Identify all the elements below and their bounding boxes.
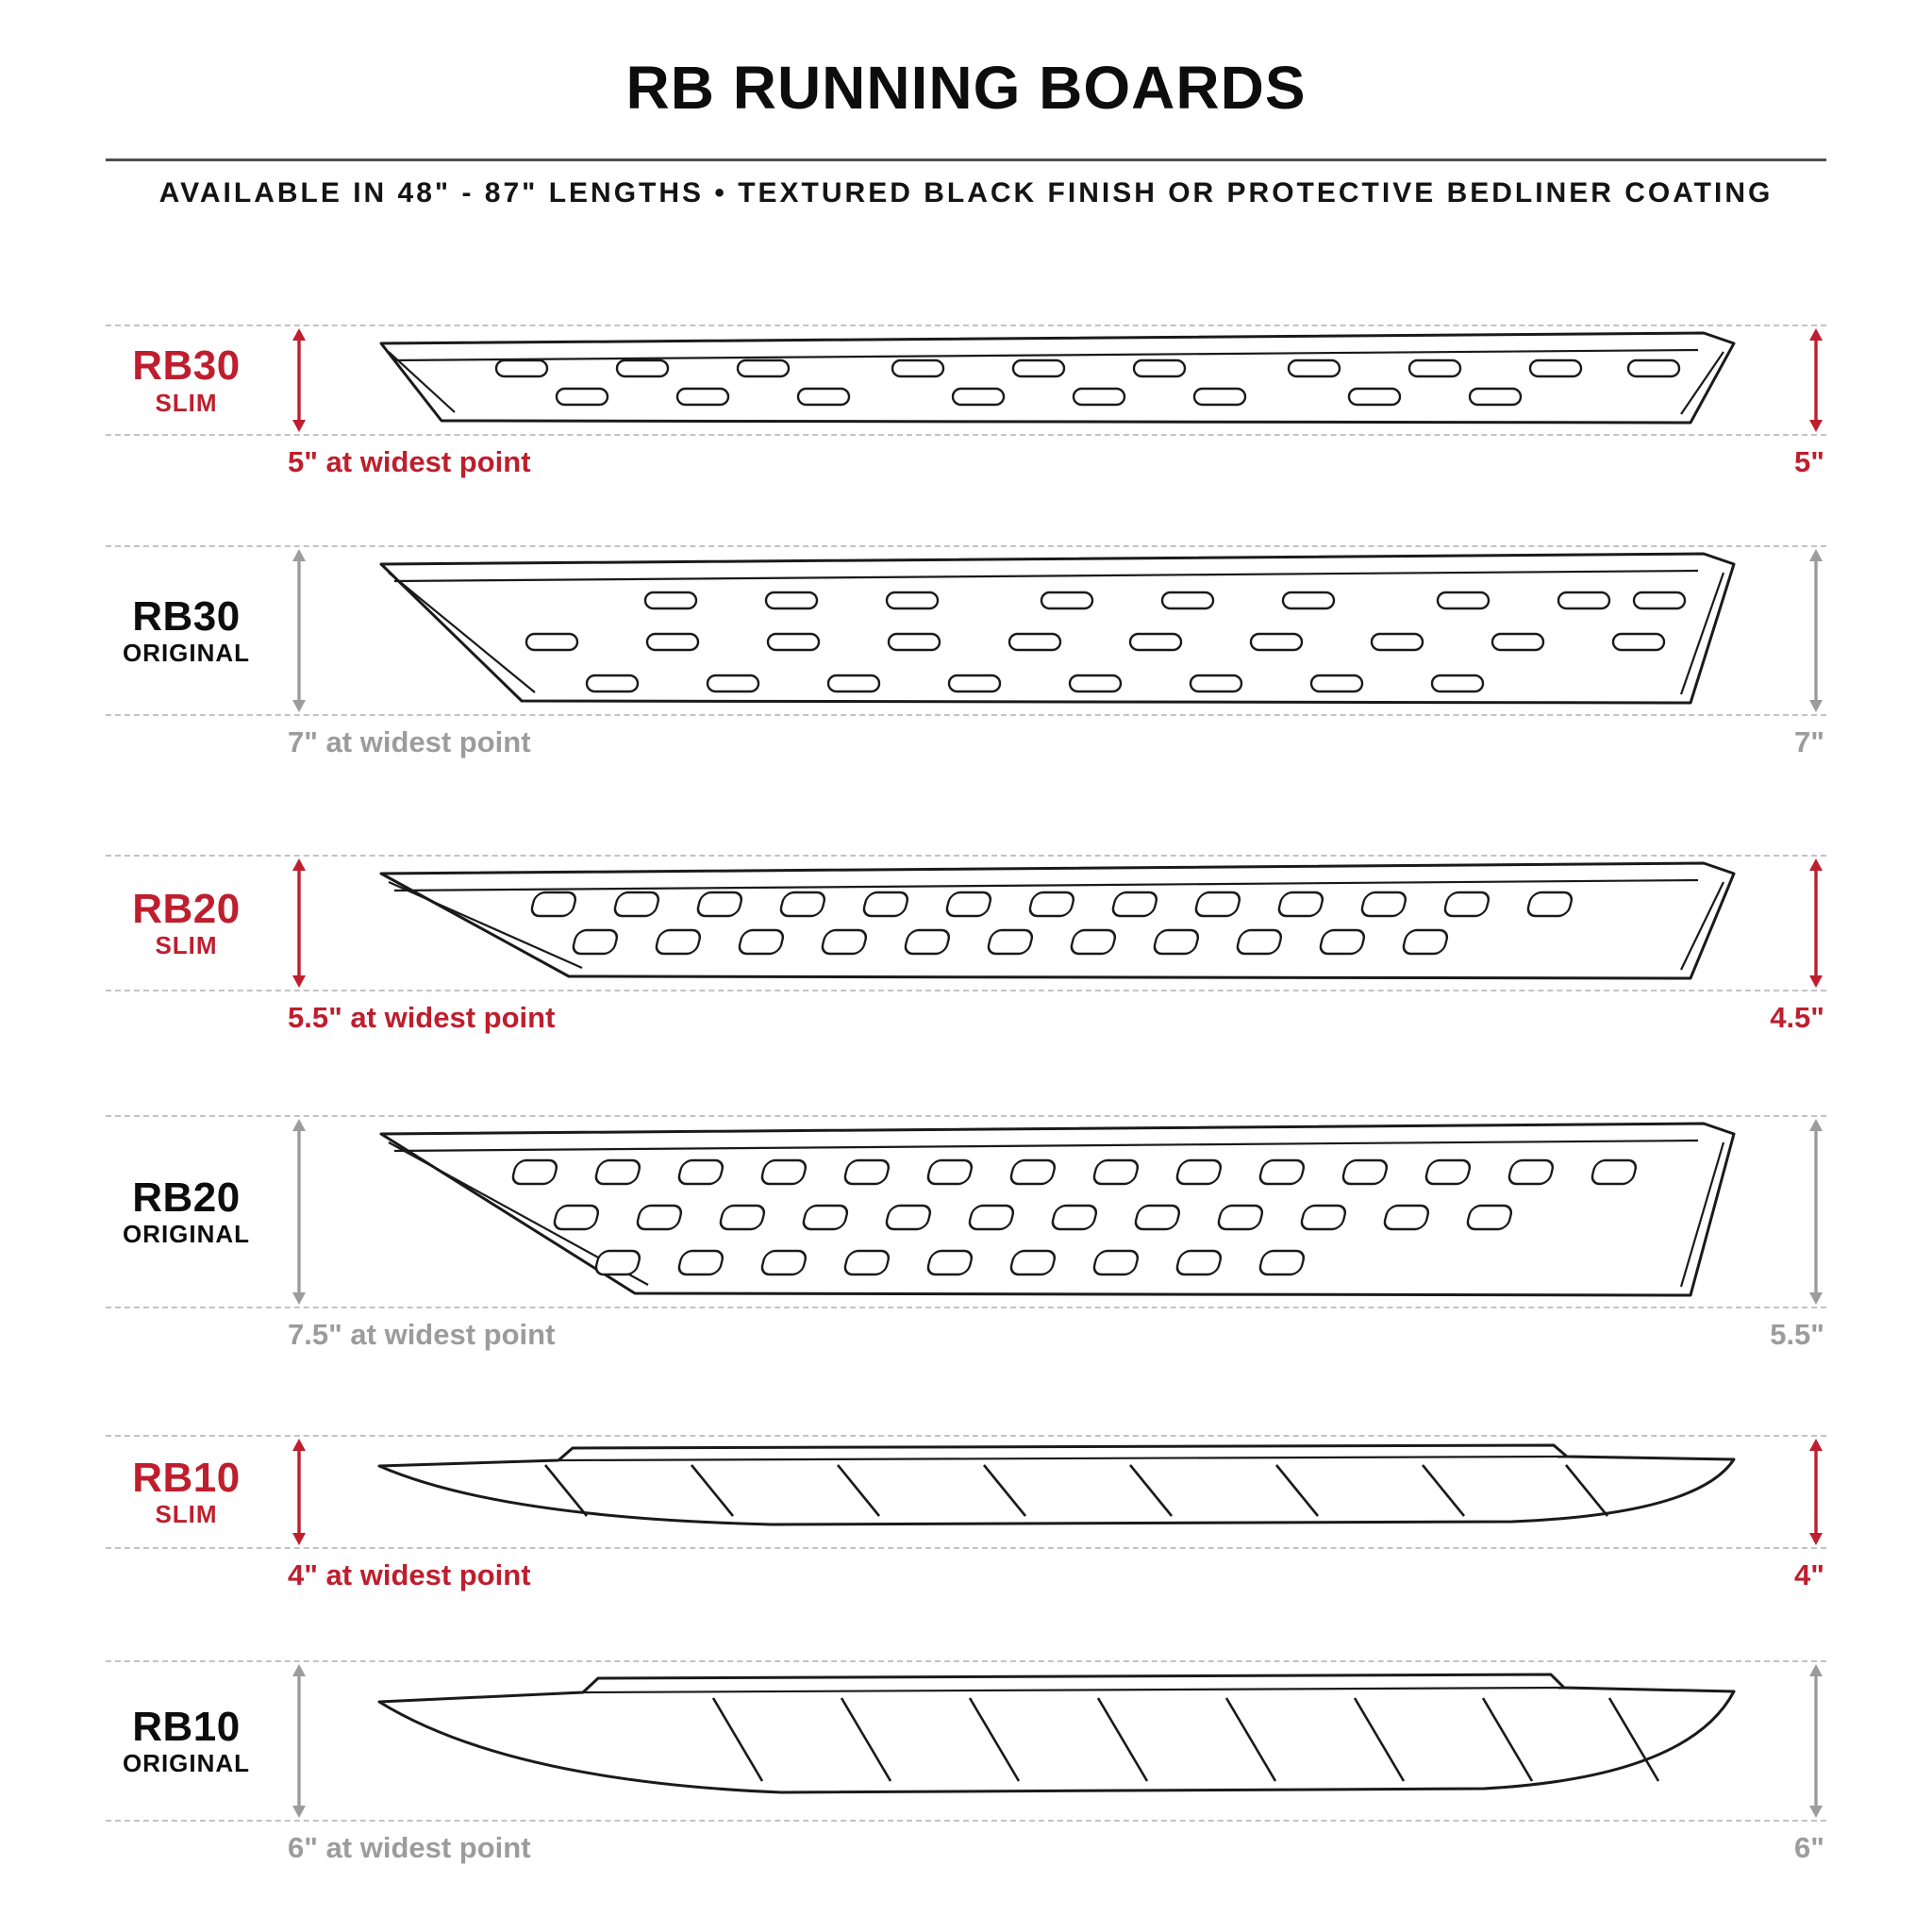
dimension-value: 5" xyxy=(1794,445,1824,478)
model-label-block: RB20 ORIGINAL xyxy=(94,1175,278,1247)
dimension-value: 4.5" xyxy=(1770,1001,1824,1034)
board-drawing-rb10-original xyxy=(377,1673,1736,1794)
right-dimension-arrow-icon xyxy=(1809,1119,1823,1305)
board-drawing-rb30-slim xyxy=(379,331,1736,425)
widest-point-label: 5" at widest point xyxy=(288,445,531,478)
model-name: RB10 xyxy=(132,1703,241,1750)
board-row-rb30-original: RB30 ORIGINAL 7" at widest point 7" xyxy=(106,545,1826,758)
model-name: RB30 xyxy=(132,592,241,640)
board-row-rb20-slim: RB20 SLIM 5.5" at widest point 4.5" xyxy=(106,855,1826,1034)
board-drawing-rb30-original xyxy=(379,552,1736,705)
model-label-block: RB10 ORIGINAL xyxy=(94,1705,278,1776)
board-drawing-rb10-slim xyxy=(377,1443,1736,1526)
board-row-rb10-original: RB10 ORIGINAL 6" at widest point 6" xyxy=(106,1660,1826,1864)
model-label-block: RB10 SLIM xyxy=(94,1456,278,1527)
model-variant: SLIM xyxy=(155,388,218,417)
widest-point-label: 6" at widest point xyxy=(288,1831,531,1864)
page-subtitle: AVAILABLE IN 48" - 87" LENGTHS • TEXTURE… xyxy=(158,177,1774,208)
board-drawing-rb20-slim xyxy=(379,861,1736,980)
model-name: RB20 xyxy=(132,885,241,932)
right-dimension-arrow-icon xyxy=(1809,328,1823,432)
widest-point-label: 7" at widest point xyxy=(288,725,531,758)
board-row-rb20-original: RB20 ORIGINAL 7.5" at widest point 5.5" xyxy=(106,1115,1826,1351)
dimension-value: 7" xyxy=(1794,725,1824,758)
left-dimension-arrow-icon xyxy=(292,1439,306,1545)
widest-point-label: 7.5" at widest point xyxy=(288,1318,556,1351)
model-name: RB30 xyxy=(132,341,241,389)
left-dimension-arrow-icon xyxy=(292,549,306,712)
model-label-block: RB30 SLIM xyxy=(94,341,278,417)
header-divider xyxy=(106,158,1826,161)
right-dimension-arrow-icon xyxy=(1809,1664,1823,1818)
model-variant: ORIGINAL xyxy=(122,1749,251,1778)
model-name: RB20 xyxy=(132,1174,241,1221)
model-name: RB10 xyxy=(132,1454,241,1501)
board-row-rb10-slim: RB10 SLIM 4" at widest point 4" xyxy=(106,1435,1826,1591)
right-dimension-arrow-icon xyxy=(1809,858,1823,988)
left-dimension-arrow-icon xyxy=(292,1664,306,1818)
board-drawing-rb20-original xyxy=(379,1122,1736,1297)
right-dimension-arrow-icon xyxy=(1809,549,1823,712)
dimension-value: 4" xyxy=(1794,1558,1824,1591)
model-label-block: RB20 SLIM xyxy=(94,887,278,958)
left-dimension-arrow-icon xyxy=(292,328,306,432)
dimension-value: 5.5" xyxy=(1770,1318,1824,1351)
model-variant: ORIGINAL xyxy=(122,1220,251,1249)
widest-point-label: 5.5" at widest point xyxy=(288,1001,556,1034)
model-variant: ORIGINAL xyxy=(122,639,251,668)
left-dimension-arrow-icon xyxy=(292,858,306,988)
left-dimension-arrow-icon xyxy=(292,1119,306,1305)
model-label-block: RB30 ORIGINAL xyxy=(94,594,278,666)
dimension-value: 6" xyxy=(1794,1831,1824,1864)
model-variant: SLIM xyxy=(155,1500,218,1529)
model-variant: SLIM xyxy=(155,931,218,960)
page-title: RB RUNNING BOARDS xyxy=(625,54,1307,122)
board-row-rb30-slim: RB30 SLIM 5" at widest point 5" xyxy=(106,325,1826,478)
right-dimension-arrow-icon xyxy=(1809,1439,1823,1545)
widest-point-label: 4" at widest point xyxy=(288,1558,531,1591)
